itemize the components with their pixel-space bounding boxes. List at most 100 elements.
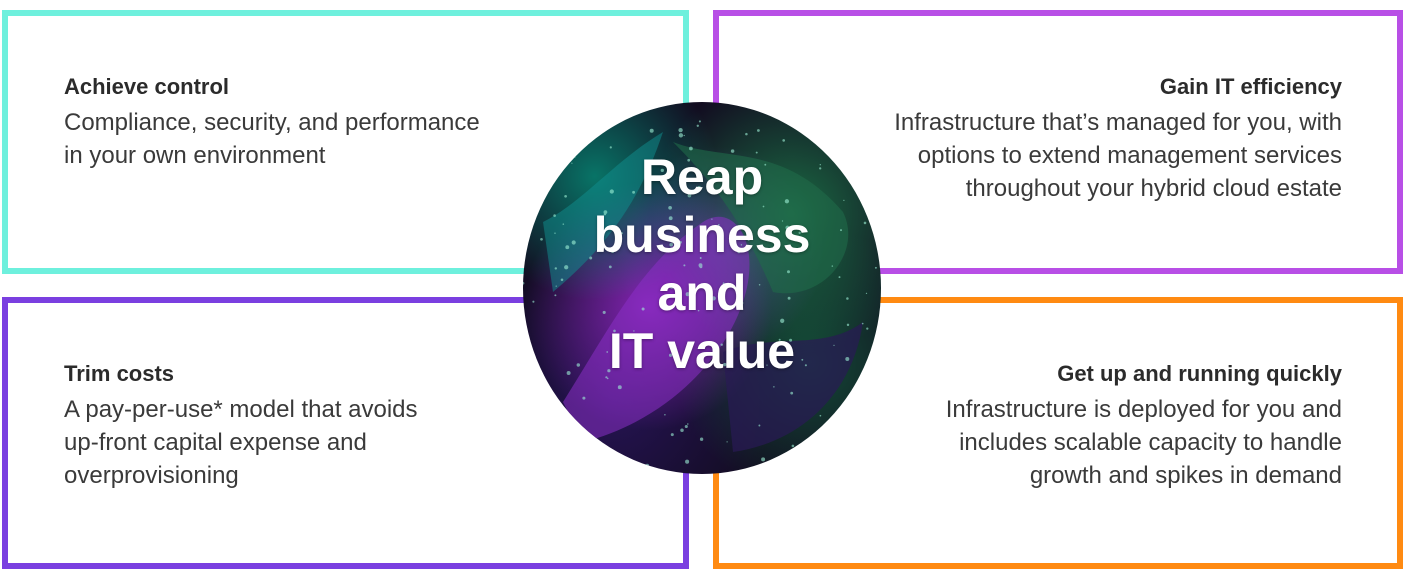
sparkle-dot xyxy=(798,231,801,234)
sparkle-dot xyxy=(787,296,791,300)
sparkle-dot xyxy=(833,344,835,347)
panel-get-up-and-running: Get up and running quickly Infrastructur… xyxy=(802,359,1342,492)
sparkle-dot xyxy=(819,167,822,170)
sparkle-dot xyxy=(554,267,558,270)
sparkle-dot xyxy=(680,428,684,433)
panel-description: Infrastructure is deployed for you and i… xyxy=(802,393,1342,492)
sparkle-dot xyxy=(549,427,553,431)
sparkle-dot xyxy=(784,199,790,204)
panel-gain-it-efficiency: Gain IT efficiency Infrastructure that’s… xyxy=(802,72,1342,205)
panel-description-line: growth and spikes in demand xyxy=(1029,462,1342,489)
sparkle-dot xyxy=(764,163,767,166)
center-circle: Reap business and IT value xyxy=(523,102,881,474)
sparkle-dot xyxy=(876,346,879,348)
sparkle-dot xyxy=(523,464,526,468)
sparkle-dot xyxy=(573,155,576,158)
sparkle-dot xyxy=(641,307,645,311)
sparkle-dot xyxy=(576,363,581,367)
panel-description-line: in your own environment xyxy=(64,142,326,169)
sparkle-dot xyxy=(540,237,543,241)
sparkle-dot xyxy=(699,437,704,441)
sparkle-dot xyxy=(582,396,586,400)
sparkle-dot xyxy=(725,180,729,184)
sparkle-dot xyxy=(877,415,881,420)
sparkle-dot xyxy=(541,196,545,199)
sparkle-dot xyxy=(838,276,841,279)
sparkle-dot xyxy=(565,245,570,250)
panel-achieve-control: Achieve control Compliance, security, an… xyxy=(64,72,534,172)
sparkle-dot xyxy=(755,151,758,154)
sparkle-dot xyxy=(554,294,557,297)
sparkle-dot xyxy=(608,265,612,269)
sparkle-dot xyxy=(550,108,554,112)
sparkle-dot xyxy=(611,250,615,254)
sparkle-dot xyxy=(554,232,556,234)
panel-description-line: A pay-per-use* model that avoids xyxy=(64,396,418,423)
sparkle-dot xyxy=(670,285,674,289)
sparkle-dot xyxy=(791,444,795,448)
sparkle-dot xyxy=(781,220,784,222)
sparkle-dot xyxy=(846,297,849,300)
sparkle-dot xyxy=(633,330,635,332)
sparkle-dot xyxy=(780,318,785,323)
sparkle-dot xyxy=(730,149,735,153)
sparkle-dot xyxy=(560,278,564,282)
sparkle-dot xyxy=(524,381,528,385)
sparkle-dot xyxy=(726,441,728,443)
sparkle-dot xyxy=(670,433,674,437)
panel-title: Gain IT efficiency xyxy=(1159,74,1342,99)
sparkle-dot xyxy=(532,300,535,303)
sparkle-dot xyxy=(606,351,609,353)
sparkle-dot xyxy=(866,327,869,330)
panel-description: A pay-per-use* model that avoids up-fron… xyxy=(64,393,534,492)
sparkle-dot xyxy=(607,369,611,373)
sparkle-dot xyxy=(863,221,867,225)
center-heading-line: Reap xyxy=(640,149,764,205)
sparkle-dot xyxy=(790,391,794,395)
sparkle-dot xyxy=(620,232,623,235)
sparkle-dot xyxy=(623,102,626,104)
sparkle-dot xyxy=(689,146,693,151)
sparkle-dot xyxy=(803,440,807,444)
sparkle-dot xyxy=(685,292,690,297)
panel-description-line: Infrastructure is deployed for you and xyxy=(945,396,1342,423)
sparkle-dot xyxy=(640,111,643,113)
sparkle-dot xyxy=(696,124,699,127)
abstract-texture-image xyxy=(523,102,881,468)
sparkle-dot xyxy=(566,371,571,375)
sparkle-dot xyxy=(630,111,634,115)
sparkle-dot xyxy=(819,164,821,166)
sparkle-dot xyxy=(523,281,525,285)
sparkle-dot xyxy=(684,424,688,429)
sparkle-dot xyxy=(649,128,654,133)
sparkle-dot xyxy=(645,463,650,468)
sparkle-dot xyxy=(839,453,842,456)
sparkle-dot xyxy=(875,336,880,341)
panel-trim-costs: Trim costs A pay-per-use* model that avo… xyxy=(64,359,534,492)
sparkle-dot xyxy=(846,323,850,327)
sparkle-dot xyxy=(564,434,568,439)
sparkle-dot xyxy=(589,256,593,260)
sparkle-dot xyxy=(773,386,775,388)
sparkle-dot xyxy=(603,212,607,216)
sparkle-dot xyxy=(697,185,701,190)
sparkle-dot xyxy=(678,133,684,138)
sparkle-dot xyxy=(550,445,553,448)
sparkle-dot xyxy=(555,285,557,287)
sparkle-dot xyxy=(785,225,790,230)
sparkle-dot xyxy=(580,102,585,106)
sparkle-dot xyxy=(844,139,847,143)
sparkle-dot xyxy=(761,457,766,462)
sparkle-dot xyxy=(609,146,612,149)
sparkle-dot xyxy=(606,377,609,380)
sparkle-dot xyxy=(609,119,612,123)
sparkle-dot xyxy=(687,423,689,425)
sparkle-dot xyxy=(602,246,604,248)
sparkle-dot xyxy=(804,364,807,367)
sparkle-dot xyxy=(843,199,845,202)
sparkle-dot xyxy=(861,322,864,325)
sparkle-dot xyxy=(678,127,683,133)
panel-description-line: throughout your hybrid cloud estate xyxy=(965,175,1342,202)
panel-description-line: up-front capital expense and xyxy=(64,429,367,456)
sparkle-dot xyxy=(605,376,608,379)
